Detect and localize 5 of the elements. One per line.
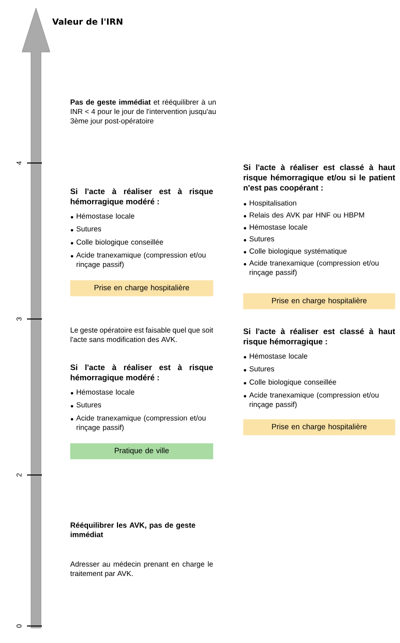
axis-title: Valeur de l'IRN [52,18,122,25]
heading: Si l'acte à réaliser est classé à haut risque hémorragique et/ou si le patient n'est pas coopérant : [243,164,396,192]
heading: Si l'acte à réaliser est à risque hémorragique modéré : [70,188,213,206]
heading: Si l'acte à réaliser est classé à haut risque hémorragique : [243,328,396,346]
heading: Si l'acte à réaliser est à risque hémorragique modéré : [70,364,213,382]
